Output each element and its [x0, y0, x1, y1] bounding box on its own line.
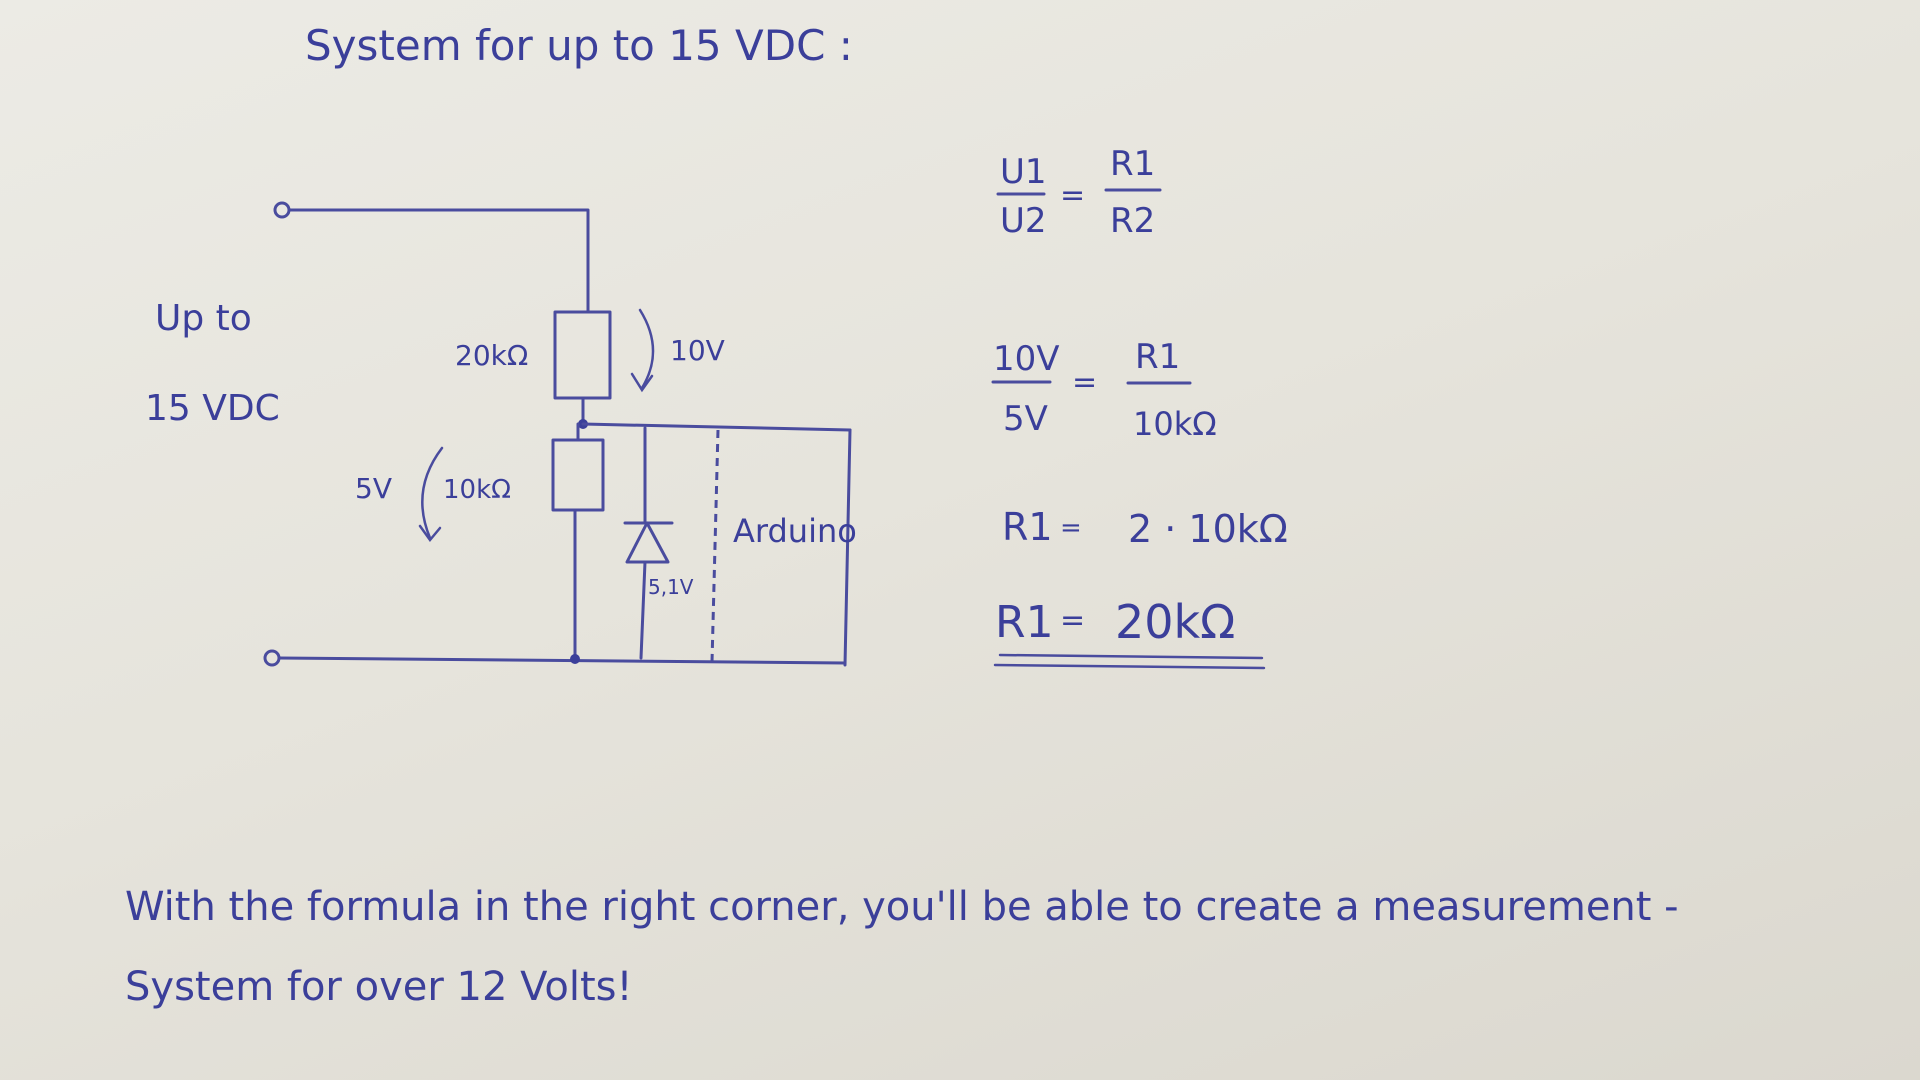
r2-voltage-arrow: [421, 446, 444, 540]
f1-rhs-numerator: R1: [1110, 144, 1155, 184]
f1-lhs-numerator: U1: [1000, 152, 1047, 192]
f1-rhs-denominator: R2: [1110, 201, 1155, 241]
f4-equals: =: [1060, 603, 1085, 638]
arduino-box-right: [843, 428, 852, 667]
wire-top-rail: [581, 422, 852, 432]
r2-voltage-label: 5V: [355, 472, 392, 505]
f2-lhs-numerator: 10V: [993, 339, 1060, 379]
f2-equals: =: [1072, 365, 1097, 400]
r2-value-label: 10kΩ: [443, 475, 511, 505]
f2-rhs-numerator: R1: [1135, 337, 1180, 377]
resistor-r1: [553, 310, 612, 400]
arduino-label: Arduino: [733, 512, 857, 550]
f3-equals: =: [1060, 513, 1082, 543]
result-underline-2: [993, 663, 1266, 670]
r1-value-label: 20kΩ: [455, 339, 528, 372]
zener-diode: [625, 521, 670, 564]
wire-top-input: [287, 208, 590, 314]
diagram-title: System for up to 15 VDC :: [305, 21, 853, 70]
f2-rhs-denominator: 10kΩ: [1133, 405, 1217, 443]
wire-bottom-rail: [277, 656, 847, 665]
junction-bottom: [570, 654, 580, 664]
r1-voltage-label: 10V: [670, 334, 725, 367]
arduino-box-left-dashed: [710, 429, 720, 663]
resistor-r2: [551, 438, 605, 512]
f4-lhs: R1: [995, 597, 1054, 648]
input-terminal-bottom: [263, 649, 281, 667]
input-terminal-top: [273, 201, 291, 219]
f1-lhs-denominator: U2: [1000, 201, 1047, 241]
result-underline-1: [998, 653, 1264, 660]
f3-lhs: R1: [1002, 505, 1053, 549]
note-line1: With the formula in the right corner, yo…: [125, 884, 1679, 930]
f1-equals: =: [1060, 178, 1085, 213]
f3-rhs: 2 · 10kΩ: [1128, 507, 1288, 551]
r1-voltage-arrow: [638, 308, 655, 390]
note-line2: System for over 12 Volts!: [125, 964, 633, 1010]
f4-rhs: 20kΩ: [1115, 595, 1235, 649]
zener-value-label: 5,1V: [648, 575, 694, 599]
input-label-line1: Up to: [155, 298, 252, 339]
f2-lhs-denominator: 5V: [1003, 399, 1048, 439]
input-label-line2: 15 VDC: [145, 388, 280, 429]
